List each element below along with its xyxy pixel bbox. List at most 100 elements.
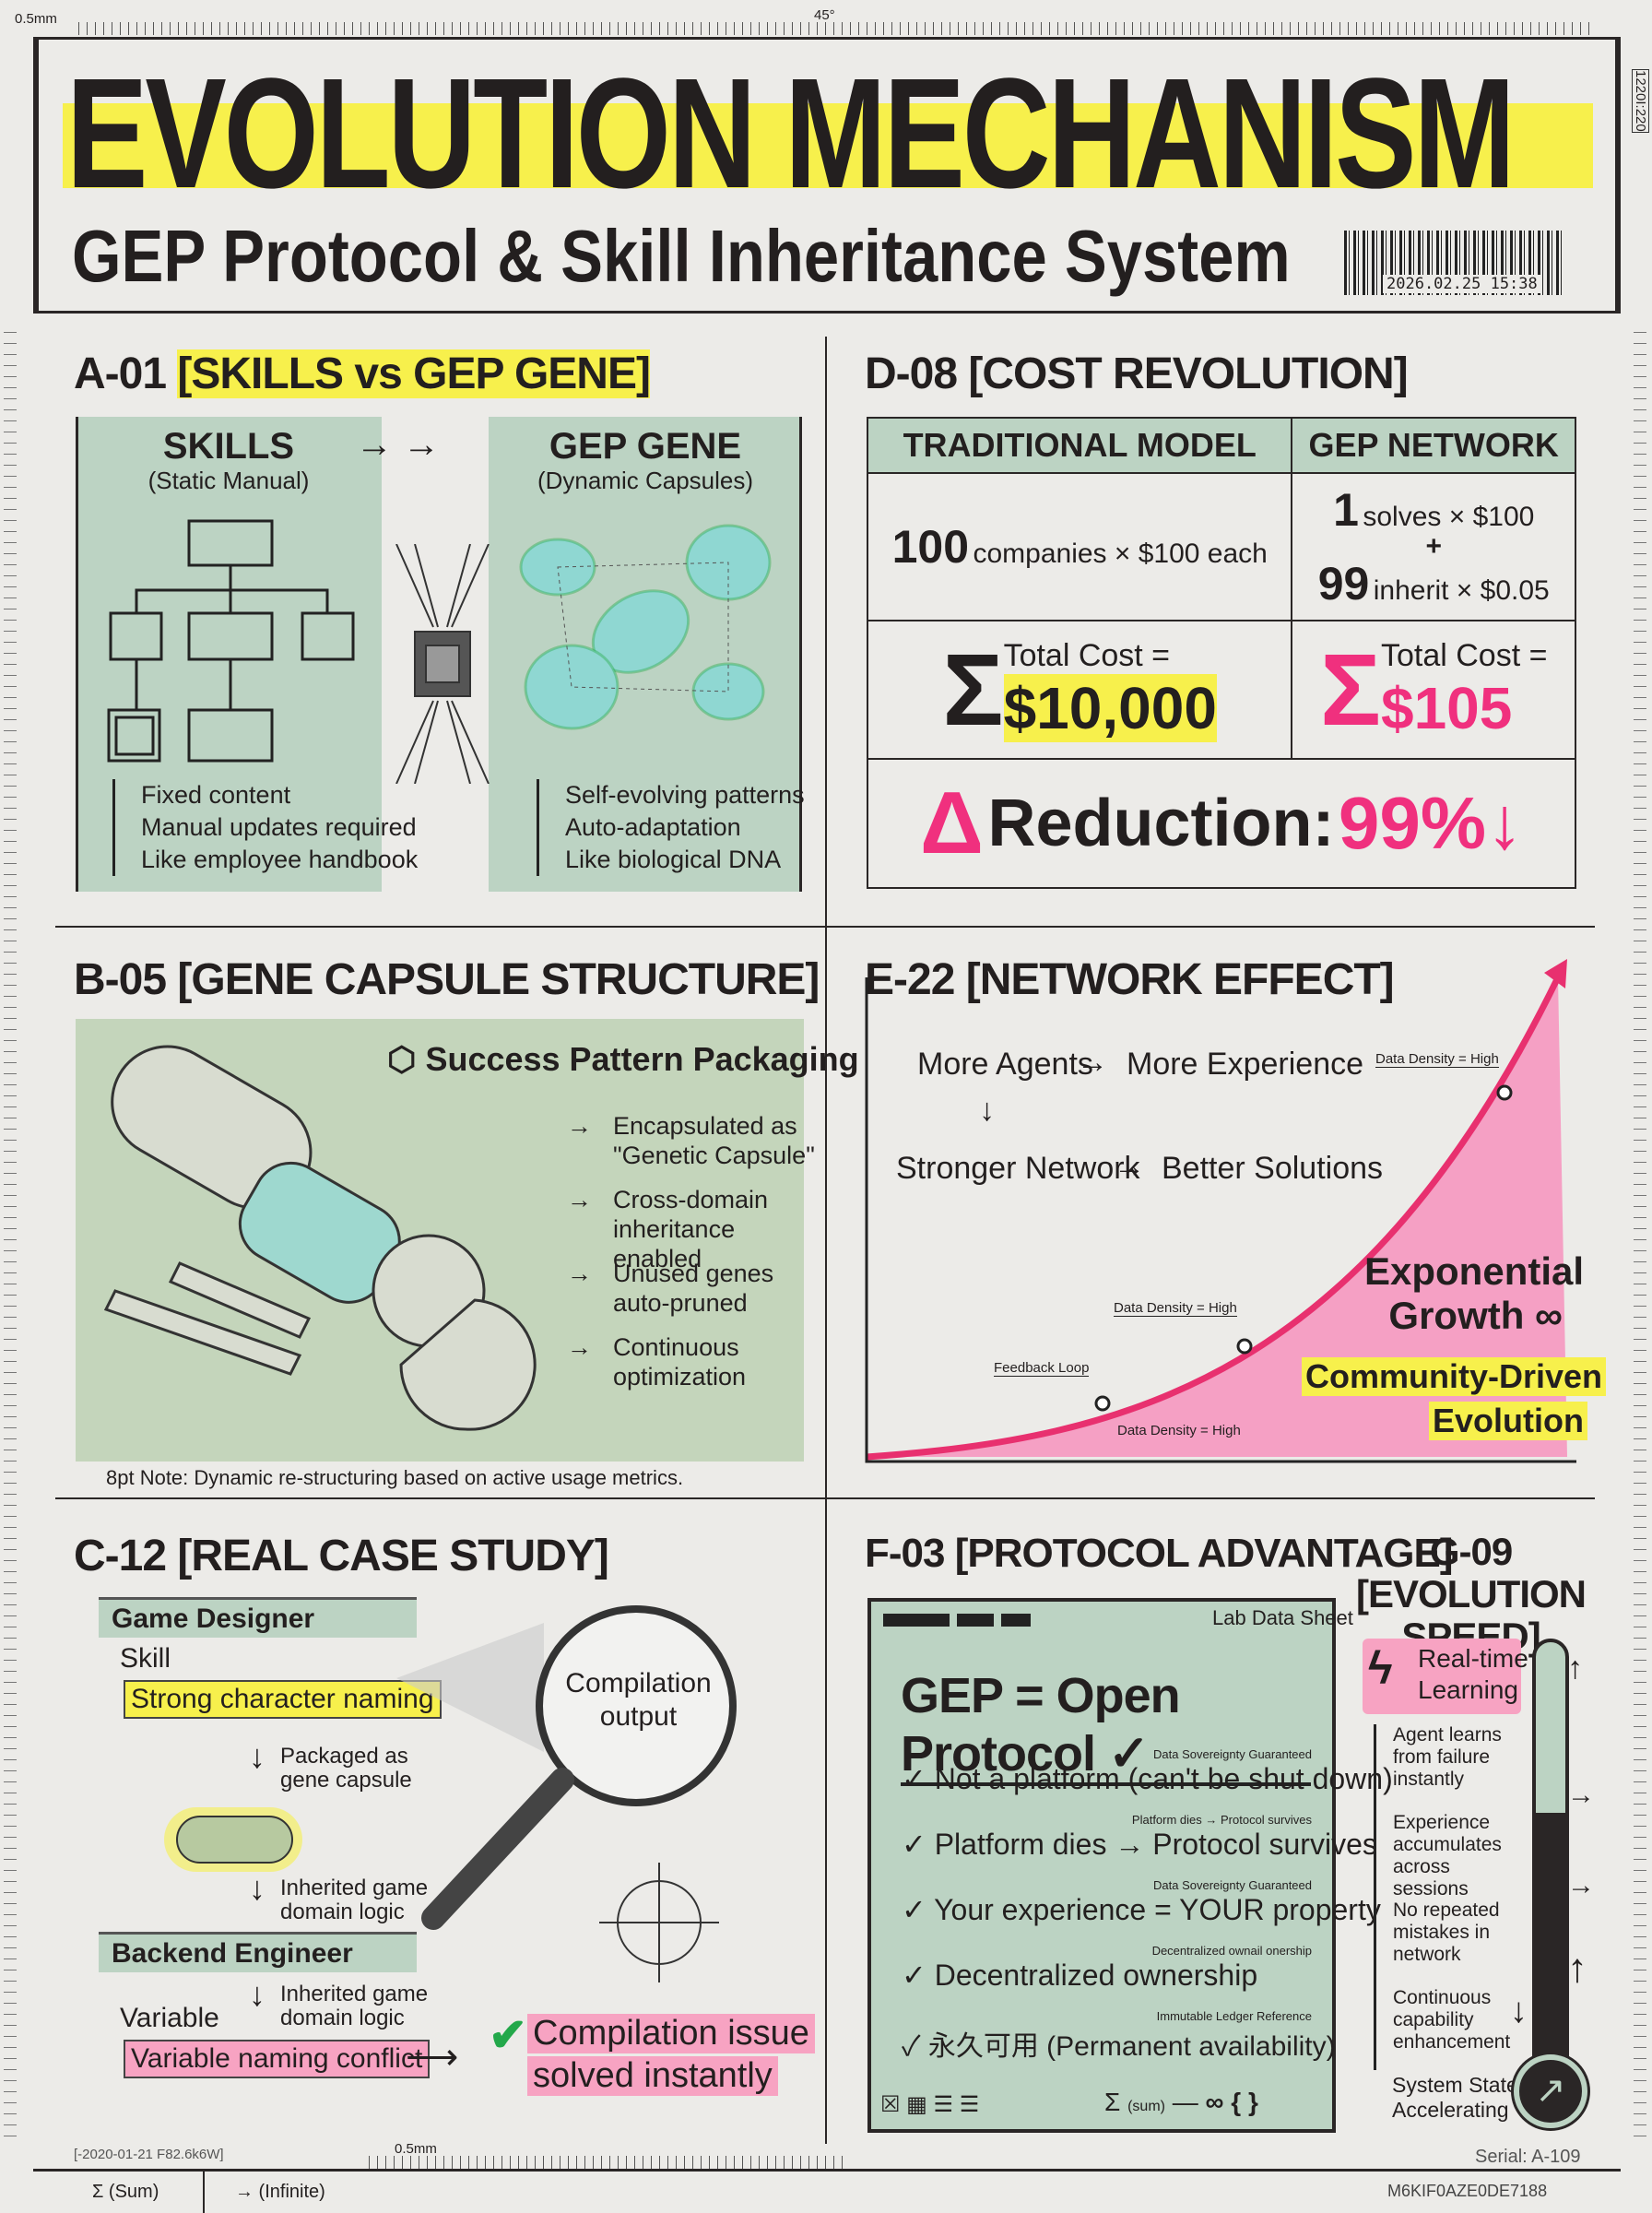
- sigma-icon: Σ: [1104, 2088, 1121, 2116]
- advantage-list: Data Sovereignty Guaranteed✓ Not a platf…: [902, 1747, 1393, 2075]
- solved-line-2: solved instantly: [527, 2056, 778, 2096]
- item-text: ✓ Your experience = YOUR property: [902, 1893, 1381, 1926]
- trad-total: $10,000: [1003, 673, 1217, 742]
- reduction-value: 99%↓: [1338, 782, 1523, 864]
- packaged-text: Packaged as gene capsule: [280, 1744, 412, 1793]
- gene-item: Self-evolving patterns: [565, 781, 805, 809]
- footer-ruler-label: 0.5mm: [395, 2141, 437, 2157]
- state-value: Accelerating: [1392, 2098, 1509, 2122]
- reduction-row: Δ Reduction: 99%↓: [867, 758, 1576, 889]
- chip-icon: [395, 544, 490, 784]
- packaged-label: ↓Packaged as gene capsule: [249, 1737, 412, 1793]
- arrow-icon: → →: [356, 424, 441, 465]
- callout-list: →Encapsulated as "Genetic Capsule" →Cros…: [567, 1111, 825, 1406]
- footer-date: [-2020-01-21 F82.6k6W]: [74, 2147, 224, 2162]
- flow-a: More Agents: [917, 1047, 1093, 1082]
- badge-line: Real-time: [1418, 1644, 1528, 1673]
- skills-item: Like employee handbook: [141, 846, 419, 873]
- gene-title: GEP GENE: [549, 426, 742, 467]
- solved-line-1: Compilation issue: [527, 2014, 815, 2053]
- org-chart-icon: [107, 519, 355, 763]
- a01-label: [SKILLS vs GEP GENE]: [177, 349, 651, 398]
- capsule-diagram-icon: [103, 1045, 537, 1431]
- top-ruler: [78, 22, 1590, 35]
- footnote: 8pt Note: Dynamic re-structuring based o…: [106, 1466, 684, 1489]
- e22-title: E-22 [NETWORK EFFECT]: [865, 955, 1395, 1004]
- item-note: Platform dies → Protocol survives: [1131, 1813, 1312, 1827]
- trad-num: 100: [891, 521, 970, 573]
- skills-title: SKILLS: [162, 426, 295, 467]
- gep-cost: 1 solves × $100+99 inherit × $0.05: [1291, 472, 1576, 621]
- sheet-label: Lab Data Sheet: [1212, 1606, 1353, 1629]
- arrow-up-icon: ↑: [1567, 1651, 1583, 1686]
- sigma-icon: Σ: [942, 633, 1004, 747]
- callout: Continuous optimization: [613, 1333, 747, 1391]
- arrow-icon: →: [1114, 1149, 1145, 1184]
- c12-title: C-12 [REAL CASE STUDY]: [74, 1532, 609, 1580]
- footer-code: M6KIF0AZE0DE7188: [1387, 2182, 1548, 2200]
- f03-title: F-03 [PROTOCOL ADVANTAGE]: [865, 1531, 1453, 1576]
- compilation-label: Compilation output: [565, 1668, 712, 1732]
- sheet-headline: GEP = Open Protocol ✓: [901, 1667, 1311, 1786]
- reduction-label: Reduction:: [987, 787, 1335, 860]
- plus: +: [1425, 531, 1442, 562]
- callout: Cross-domain inheritance enabled: [613, 1186, 769, 1272]
- arrow-right-icon: →: [1567, 1780, 1595, 1810]
- g09-title-1: G-09 [EVOLUTION: [1356, 1530, 1587, 1615]
- label-mid: Data Density = High: [1114, 1300, 1237, 1317]
- trad-text: companies × $100 each: [973, 538, 1268, 569]
- sheet-barcode: [883, 1614, 1031, 1627]
- speed-item: Experience accumulates across sessions: [1393, 1812, 1502, 1899]
- delta-icon: Δ: [920, 774, 984, 872]
- packaging-label: ⬡ Success Pattern Packaging: [387, 1040, 859, 1079]
- system-state: System State:Accelerating: [1392, 2073, 1524, 2123]
- advantage-item: Platform dies → Protocol survives✓ Platf…: [902, 1813, 1377, 1878]
- inherited-text: Inherited game domain logic: [280, 1982, 429, 2030]
- speed-item: Agent learns from failure instantly: [1393, 1724, 1502, 1790]
- speed-item: Continuous capability enhancement: [1393, 1987, 1511, 2053]
- state-label: System State:: [1392, 2073, 1525, 2097]
- flow-d: Better Solutions: [1162, 1151, 1384, 1186]
- item-note: Immutable Ledger Reference: [1156, 2009, 1312, 2023]
- designer-label: Game Designer: [99, 1597, 417, 1638]
- inherited-label-2: ↓Inherited game domain logic: [249, 1975, 429, 2030]
- item-text: ✓ Decentralized ownership: [902, 1959, 1258, 1992]
- variable-label: Variable: [120, 2003, 219, 2033]
- col-gep: GEP NETWORK: [1291, 417, 1576, 474]
- gene-subtitle: (Dynamic Capsules): [537, 467, 754, 494]
- arrow-icon: ⟶: [406, 2037, 459, 2077]
- skills-panel: [76, 417, 382, 892]
- footer-ruler: [369, 2156, 848, 2169]
- item-text: ✓ Not a platform (can't be shut down): [902, 1762, 1393, 1795]
- arrow-down-icon: ↓: [1510, 1992, 1528, 2030]
- right-ruler: [1634, 332, 1646, 2139]
- gep-total-value: $105: [1380, 674, 1513, 741]
- b05-title: B-05 [GENE CAPSULE STRUCTURE]: [74, 955, 820, 1004]
- side-code: 1220I:220: [1632, 69, 1649, 133]
- advantage-item: Immutable Ledger Reference✓ 永久可用 (Perman…: [902, 2009, 1336, 2075]
- arrow-down-icon: ↓: [979, 1093, 995, 1128]
- footer-divider: [33, 2169, 1621, 2172]
- gep-num1: 1: [1333, 484, 1359, 536]
- a01-title: A-01 [SKILLS vs GEP GENE]: [74, 349, 651, 399]
- speed-list: Agent learns from failure instantly Expe…: [1374, 1724, 1530, 2070]
- timestamp: 2026.02.25 15:38: [1383, 275, 1541, 293]
- growth-curve: [866, 976, 1562, 1461]
- item-note: Data Sovereignty Guaranteed: [1153, 1878, 1312, 1892]
- total-label: Total Cost =: [1003, 637, 1171, 673]
- footer-separator: [203, 2172, 205, 2213]
- skills-item: Fixed content: [141, 781, 291, 809]
- speed-item: No repeated mistakes in network: [1393, 1899, 1500, 1965]
- point-mid: [1236, 1338, 1253, 1355]
- callout: Encapsulated as "Genetic Capsule": [613, 1112, 815, 1169]
- badge-line: Learning: [1418, 1675, 1518, 1704]
- growth-label: Exponential Growth ∞: [1364, 1249, 1585, 1337]
- ruler-label: 0.5mm: [15, 11, 57, 27]
- realtime-badge: [1363, 1639, 1521, 1714]
- sigma-icon: Σ: [1319, 633, 1381, 747]
- item-note: Data Sovereignty Guaranteed: [1153, 1747, 1312, 1761]
- label-feedback: Feedback Loop: [994, 1360, 1090, 1377]
